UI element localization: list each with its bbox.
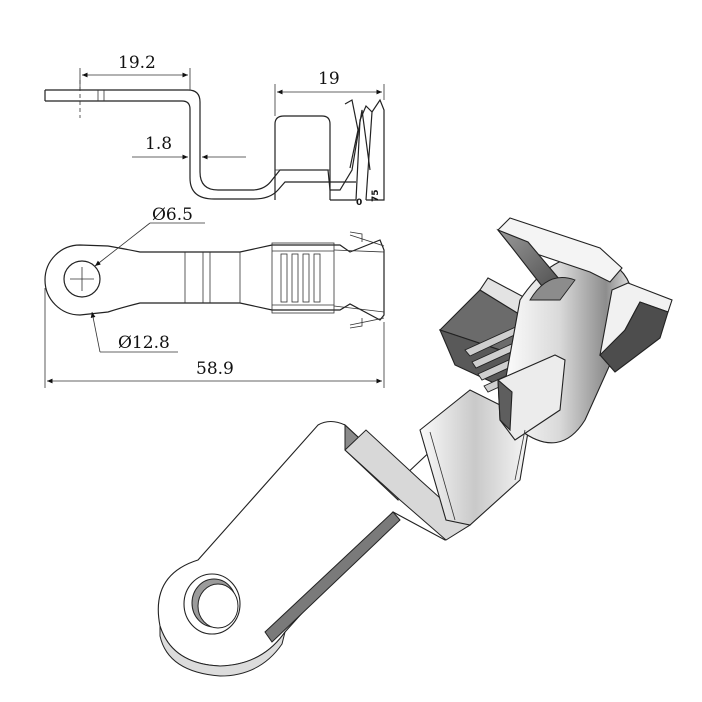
side-label-b: 75 xyxy=(371,189,381,202)
dim-ring-diameter: Ø12.8 xyxy=(118,333,170,353)
hole-circle xyxy=(63,260,101,298)
dim-19-2: 19.2 xyxy=(118,53,156,73)
side-label-a: 0 xyxy=(356,198,362,208)
top-view: Ø6.5 Ø12.8 58.9 xyxy=(44,205,385,388)
isometric-view xyxy=(157,217,673,677)
dim-19: 19 xyxy=(318,69,340,89)
dim-overall-length: 58.9 xyxy=(196,359,234,379)
side-view: 0 75 19.2 19 1.8 xyxy=(44,53,385,208)
dim-1-8: 1.8 xyxy=(145,134,172,154)
dim-hole-diameter: Ø6.5 xyxy=(152,205,193,225)
